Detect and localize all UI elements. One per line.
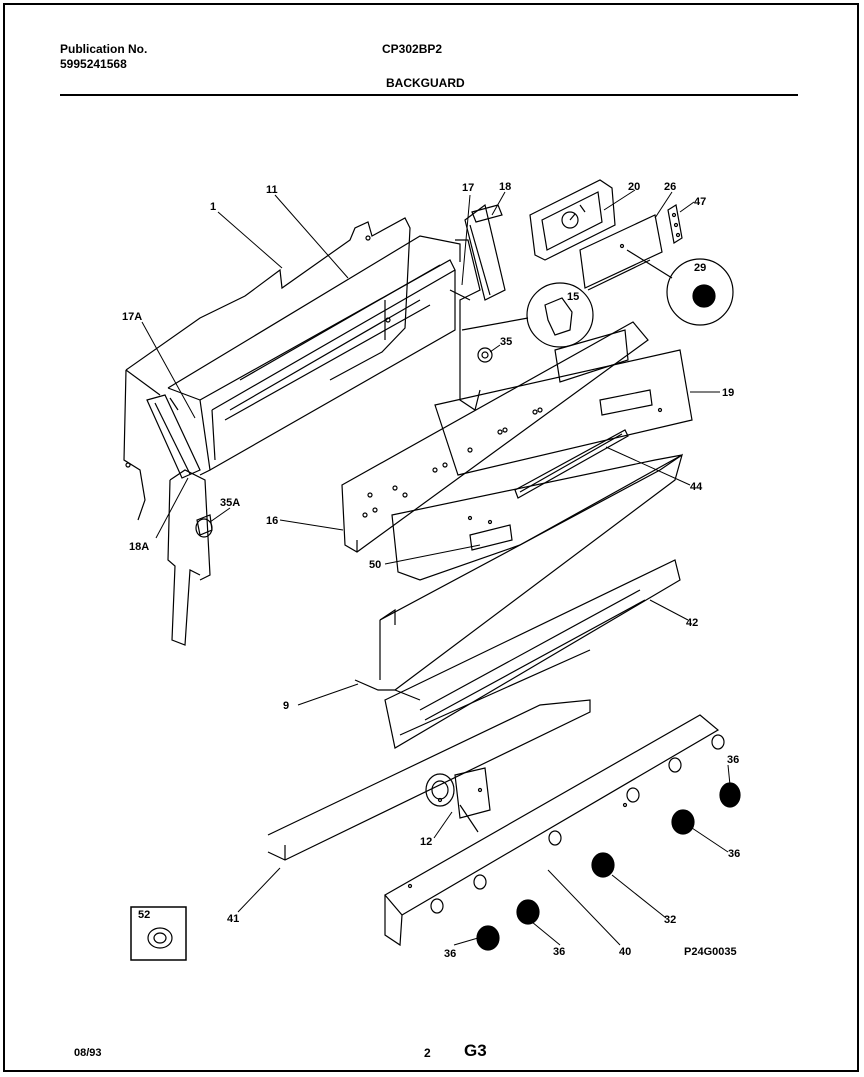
part-26-overlay bbox=[579, 214, 663, 289]
callout-12: 12 bbox=[420, 836, 432, 848]
part-44-trim-strip bbox=[514, 429, 629, 499]
drawing-code: P24G0035 bbox=[684, 946, 737, 958]
callout-20: 20 bbox=[628, 181, 640, 193]
footer-page-number: 2 bbox=[424, 1046, 431, 1060]
part-50-glass bbox=[391, 454, 683, 581]
callout-17a: 17A bbox=[122, 311, 142, 323]
model-number: CP302BP2 bbox=[382, 42, 443, 56]
callout-44: 44 bbox=[690, 481, 703, 493]
callout-52: 52 bbox=[138, 909, 150, 921]
part-42-vent bbox=[384, 559, 681, 749]
part-17-bracket bbox=[449, 239, 481, 411]
section-title: BACKGUARD bbox=[386, 76, 465, 90]
part-52-inset-box bbox=[130, 906, 187, 961]
part-20-clock bbox=[529, 179, 616, 261]
callout-9: 9 bbox=[283, 700, 289, 712]
callout-35a: 35A bbox=[220, 497, 240, 509]
callout-labels: 1 11 17 18 20 26 47 17A 29 15 35 19 44 3… bbox=[122, 181, 740, 960]
callout-11: 11 bbox=[266, 184, 278, 196]
callout-26: 26 bbox=[664, 181, 676, 193]
part-12-valve bbox=[425, 767, 491, 833]
callout-29: 29 bbox=[694, 262, 706, 274]
part-11-frame bbox=[167, 235, 461, 476]
callout-18: 18 bbox=[499, 181, 511, 193]
callout-16: 16 bbox=[266, 515, 278, 527]
knob-36-d bbox=[476, 925, 500, 951]
part-17a-side-trim bbox=[146, 394, 201, 479]
part-1-back-panel bbox=[123, 217, 411, 521]
callout-35: 35 bbox=[500, 336, 512, 348]
part-18a-side-panel bbox=[167, 469, 213, 646]
publication-label: Publication No. bbox=[60, 42, 148, 56]
part-47-screw-strip bbox=[667, 204, 683, 244]
callout-36-b: 36 bbox=[728, 848, 740, 860]
part-35a-grommet bbox=[195, 518, 213, 538]
knob-32 bbox=[591, 852, 615, 878]
footer-date: 08/93 bbox=[74, 1047, 102, 1059]
part-9-back-trim bbox=[354, 453, 684, 701]
callout-18a: 18A bbox=[129, 541, 149, 553]
callout-15: 15 bbox=[567, 291, 579, 303]
knob-36-b bbox=[671, 809, 695, 835]
footer-section-code: G3 bbox=[464, 1041, 487, 1060]
callout-36-d: 36 bbox=[444, 948, 456, 960]
callout-42: 42 bbox=[686, 617, 698, 629]
callout-40: 40 bbox=[619, 946, 631, 958]
part-18-end-cap bbox=[464, 203, 506, 301]
callout-36-a: 36 bbox=[727, 754, 739, 766]
callout-47: 47 bbox=[694, 196, 706, 208]
callout-32: 32 bbox=[664, 914, 676, 926]
callout-50: 50 bbox=[369, 559, 381, 571]
part-15-switch-detail bbox=[461, 259, 651, 348]
callout-17: 17 bbox=[462, 182, 474, 194]
callout-19: 19 bbox=[722, 387, 734, 399]
callout-41: 41 bbox=[227, 913, 239, 925]
part-29-knob-detail bbox=[626, 249, 734, 326]
part-35-grommet bbox=[477, 347, 493, 363]
header-rule bbox=[60, 94, 798, 96]
knob-36-a bbox=[719, 782, 741, 808]
part-16-control-panel bbox=[341, 321, 649, 553]
knob-36-c bbox=[516, 899, 540, 925]
part-19-overlay bbox=[434, 349, 693, 476]
callout-1: 1 bbox=[210, 201, 216, 213]
leader-lines bbox=[141, 189, 731, 946]
page-border bbox=[3, 3, 859, 1072]
part-40-knob-panel bbox=[384, 714, 725, 947]
publication-number: 5995241568 bbox=[60, 57, 127, 71]
callout-36-c: 36 bbox=[553, 946, 565, 958]
